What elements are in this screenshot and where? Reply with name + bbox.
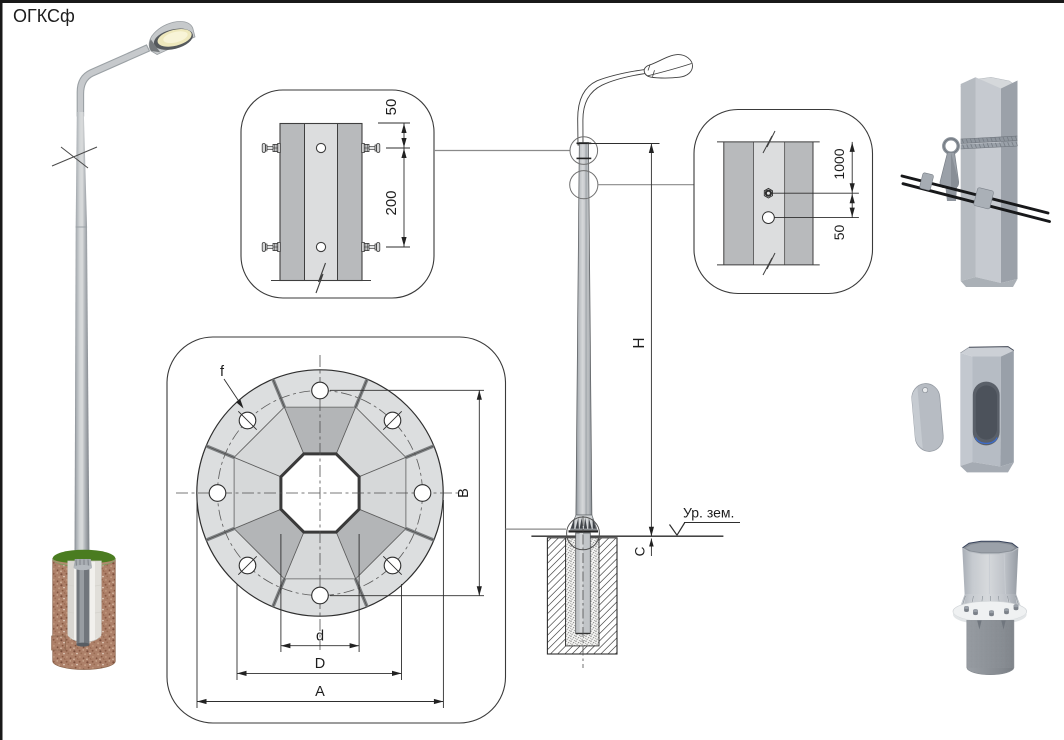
svg-text:C: C: [633, 546, 648, 556]
svg-text:f: f: [220, 364, 225, 380]
svg-text:50: 50: [831, 225, 847, 241]
svg-text:A: A: [315, 684, 325, 700]
svg-text:D: D: [315, 656, 325, 672]
svg-text:Ур. зем.: Ур. зем.: [683, 505, 734, 521]
svg-text:H: H: [631, 337, 648, 348]
svg-text:50: 50: [383, 99, 400, 116]
svg-text:B: B: [456, 488, 472, 498]
svg-text:ОГКСф: ОГКСф: [13, 6, 75, 26]
svg-text:1000: 1000: [831, 148, 847, 179]
svg-text:d: d: [316, 629, 324, 645]
svg-text:200: 200: [383, 190, 400, 215]
